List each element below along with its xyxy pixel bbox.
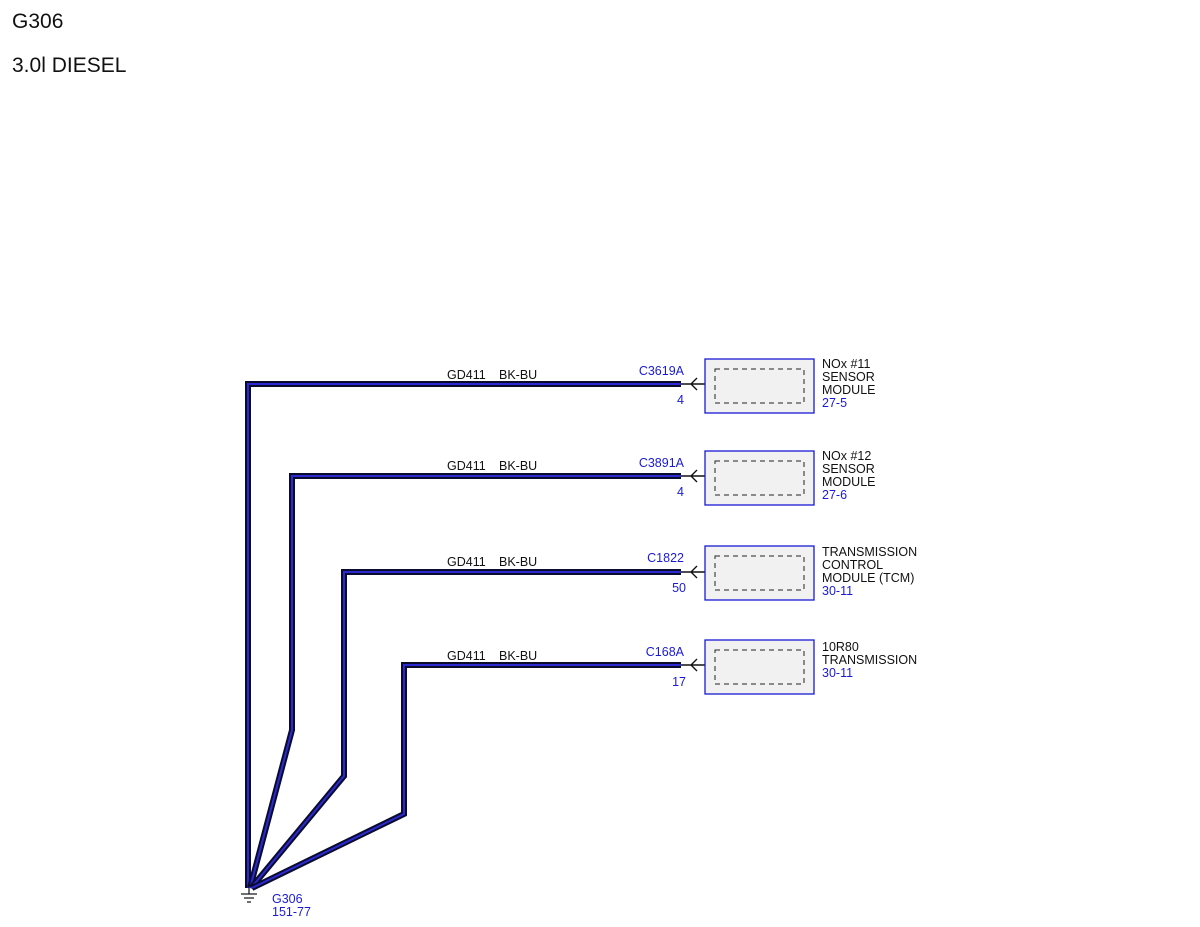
wire-1[interactable] <box>245 381 681 888</box>
wire-2[interactable] <box>247 473 681 889</box>
module-name-line: MODULE <box>822 383 875 397</box>
module-name-line: CONTROL <box>822 558 883 572</box>
color-code-label-3: BK-BU <box>499 555 537 569</box>
module-name-line: TRANSMISSION <box>822 545 917 559</box>
ground-symbol-icon <box>241 888 257 903</box>
circuit-label-4: GD411 <box>447 649 486 663</box>
module-name-line: SENSOR <box>822 462 875 476</box>
pin-label-4: 17 <box>672 675 686 689</box>
module-name-line: NOx #11 <box>822 357 870 371</box>
module-ref-4[interactable]: 30-11 <box>822 666 853 680</box>
color-code-label-1: BK-BU <box>499 368 537 382</box>
ground-name: G306 <box>272 892 303 906</box>
module-box-3[interactable] <box>704 545 815 601</box>
module-name-line: NOx #12 <box>822 449 871 463</box>
module-name-line: SENSOR <box>822 370 875 384</box>
module-ref-3[interactable]: 30-11 <box>822 584 853 598</box>
wire-4[interactable] <box>250 662 681 891</box>
color-code-label-4: BK-BU <box>499 649 537 663</box>
ground-ref[interactable]: 151-77 <box>272 905 311 919</box>
page-title: G306 <box>12 10 64 33</box>
module-name-line: TRANSMISSION <box>822 653 917 667</box>
pin-label-1: 4 <box>677 393 684 407</box>
color-code-label-2: BK-BU <box>499 459 537 473</box>
module-name-line: MODULE <box>822 475 875 489</box>
page-subtitle: 3.0l DIESEL <box>12 54 127 77</box>
connector-label-2: C3891A <box>639 456 685 470</box>
connector-label-4: C168A <box>646 645 685 659</box>
pin-label-3: 50 <box>672 581 686 595</box>
module-ref-1[interactable]: 27-5 <box>822 396 847 410</box>
module-name-line: 10R80 <box>822 640 859 654</box>
module-box-4[interactable] <box>704 639 815 695</box>
module-box-1[interactable] <box>704 358 815 414</box>
circuit-label-2: GD411 <box>447 459 486 473</box>
module-name-line: MODULE (TCM) <box>822 571 914 585</box>
wire-3[interactable] <box>248 569 681 890</box>
circuit-label-1: GD411 <box>447 368 486 382</box>
module-box-2[interactable] <box>704 450 815 506</box>
connector-label-3: C1822 <box>647 551 684 565</box>
circuit-label-3: GD411 <box>447 555 486 569</box>
connector-label-1: C3619A <box>639 364 685 378</box>
pin-label-2: 4 <box>677 485 684 499</box>
module-ref-2[interactable]: 27-6 <box>822 488 847 502</box>
